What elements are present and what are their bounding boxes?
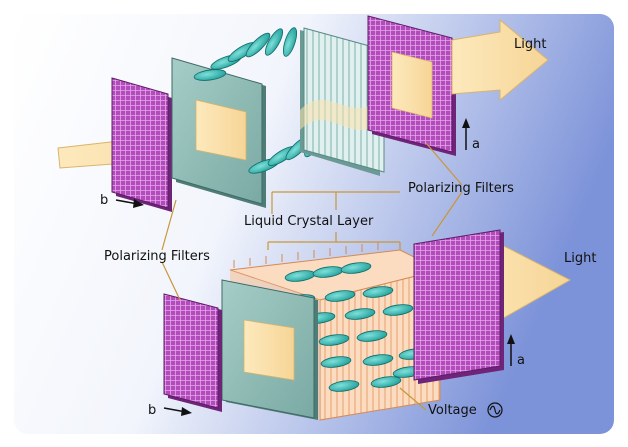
label-voltage: Voltage bbox=[428, 403, 477, 418]
polarizing-filter-bottom-left bbox=[163, 293, 222, 412]
label-axis-a-bottom: a bbox=[517, 353, 525, 368]
light-beam-top-right bbox=[451, 18, 549, 102]
label-liquid-crystal-layer: Liquid Crystal Layer bbox=[244, 214, 374, 229]
top-assembly bbox=[57, 15, 549, 212]
label-polarizing-filters-left: Polarizing Filters bbox=[104, 249, 210, 264]
axis-arrow-b-top bbox=[115, 199, 144, 208]
label-axis-a-top: a bbox=[472, 137, 480, 152]
label-axis-b-top: b bbox=[100, 193, 108, 208]
polarizing-filter-top-right bbox=[367, 15, 456, 156]
bottom-assembly bbox=[163, 229, 572, 421]
axis-arrow-a-bottom bbox=[507, 334, 515, 366]
leader-lines bbox=[161, 142, 463, 411]
polarizing-filter-bottom-right bbox=[413, 229, 504, 384]
label-light-top: Light bbox=[514, 37, 546, 52]
ac-sine-icon bbox=[487, 402, 503, 418]
axis-arrow-b-bottom bbox=[163, 407, 192, 416]
label-axis-b-bottom: b bbox=[148, 403, 156, 418]
glass-plate-top bbox=[171, 57, 266, 208]
alignment-glass-top bbox=[300, 27, 385, 176]
label-light-bottom: Light bbox=[564, 251, 596, 266]
axis-arrow-a-top bbox=[462, 118, 470, 150]
label-polarizing-filters-right: Polarizing Filters bbox=[408, 181, 514, 196]
polarizing-filter-top-left bbox=[111, 77, 172, 212]
glass-plate-bottom bbox=[221, 279, 318, 420]
